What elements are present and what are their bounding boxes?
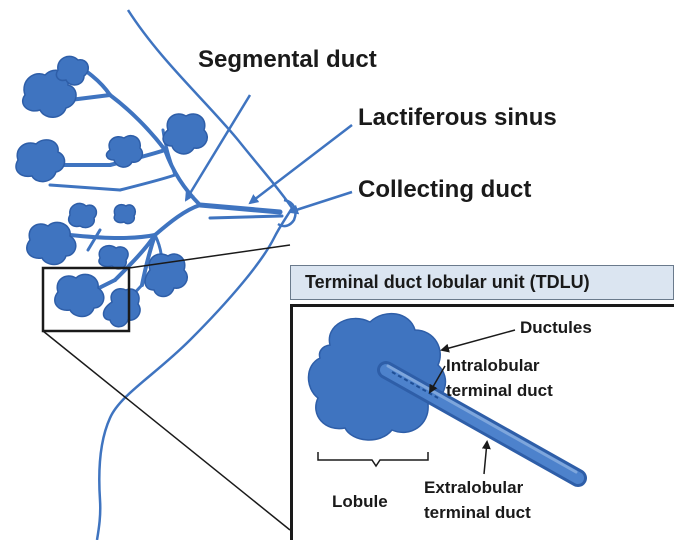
segmental-duct-label: Segmental duct [198,46,377,74]
intralobular-label-line1: Intralobular [446,356,540,376]
intralobular-label-line2: terminal duct [446,381,553,401]
lactiferous-sinus-arrow [250,125,352,203]
ductules-label: Ductules [520,318,592,338]
extralobular-label-line2: terminal duct [424,503,531,523]
collecting-duct-arrow [290,192,352,212]
extralobular-label-line1: Extralobular [424,478,523,498]
tdlu-title-banner: Terminal duct lobular unit (TDLU) [290,265,674,300]
lactiferous-sinus-label: Lactiferous sinus [358,104,557,132]
collecting-duct-label: Collecting duct [358,176,531,204]
lobule-label: Lobule [332,492,388,512]
breast-outline [97,10,292,540]
tdlu-title: Terminal duct lobular unit (TDLU) [305,272,590,293]
